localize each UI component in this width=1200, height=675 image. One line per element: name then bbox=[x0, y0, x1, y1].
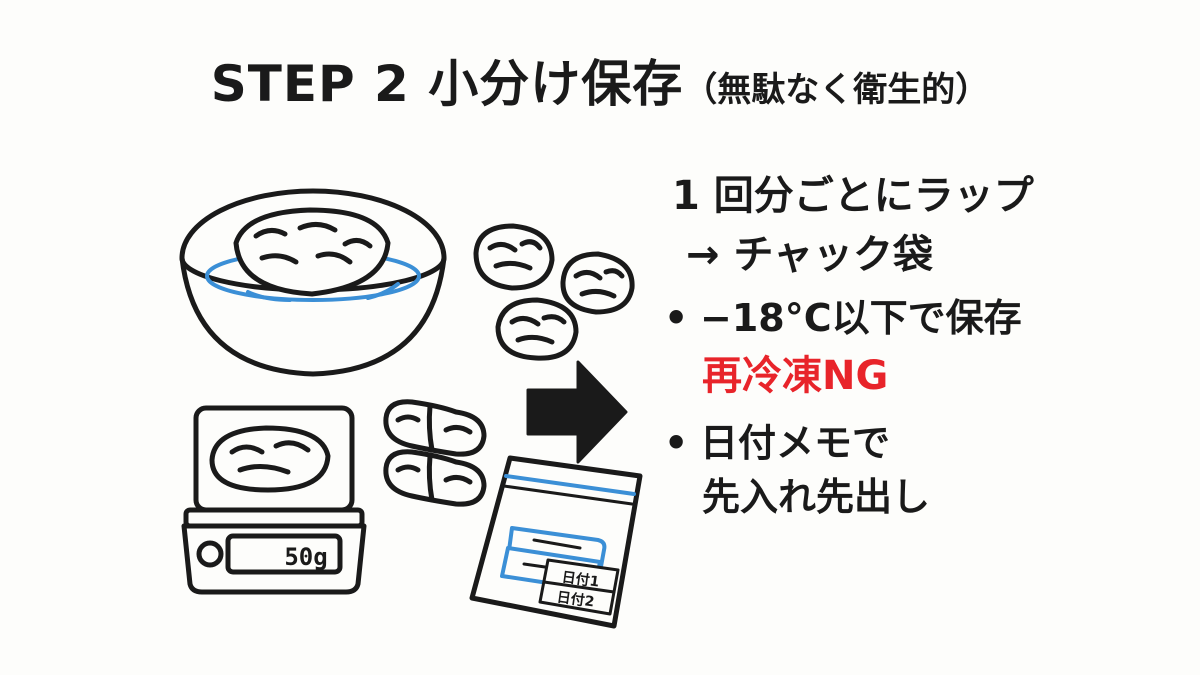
bullet-dot: • bbox=[664, 421, 689, 465]
scale-readout: 50g bbox=[284, 543, 327, 571]
bag-label-2: 日付2 bbox=[556, 588, 596, 610]
refreeze-warning: 再冷凍NG bbox=[702, 353, 889, 399]
point-line-1: 1 回分ごとにラップ bbox=[672, 173, 1034, 219]
page-title: STEP 2 小分け保存（無駄なく衛生的） bbox=[0, 44, 1200, 116]
bowl-icon bbox=[179, 188, 447, 377]
bullet-storage: •−18°C以下で保存 bbox=[664, 287, 1022, 342]
wrapped-pieces-icon bbox=[383, 399, 487, 507]
storage-text: −18°C以下で保存 bbox=[700, 296, 1022, 340]
point-line-2: → チャック袋 bbox=[686, 232, 934, 278]
meat-pieces-icon bbox=[473, 223, 635, 361]
arrow-right-icon bbox=[526, 360, 628, 464]
date-memo-text: 日付メモで bbox=[700, 421, 891, 465]
zip-bag-icon bbox=[469, 455, 643, 629]
title-sub: （無駄なく衛生的） bbox=[683, 70, 990, 110]
bullet-date-memo: •日付メモで bbox=[664, 412, 890, 467]
scale-icon bbox=[181, 405, 367, 595]
fifo-text: 先入れ先出し bbox=[702, 475, 931, 519]
title-main: STEP 2 小分け保存 bbox=[210, 55, 684, 113]
bullet-dot: • bbox=[664, 296, 689, 340]
bag-label-1: 日付1 bbox=[561, 568, 601, 590]
